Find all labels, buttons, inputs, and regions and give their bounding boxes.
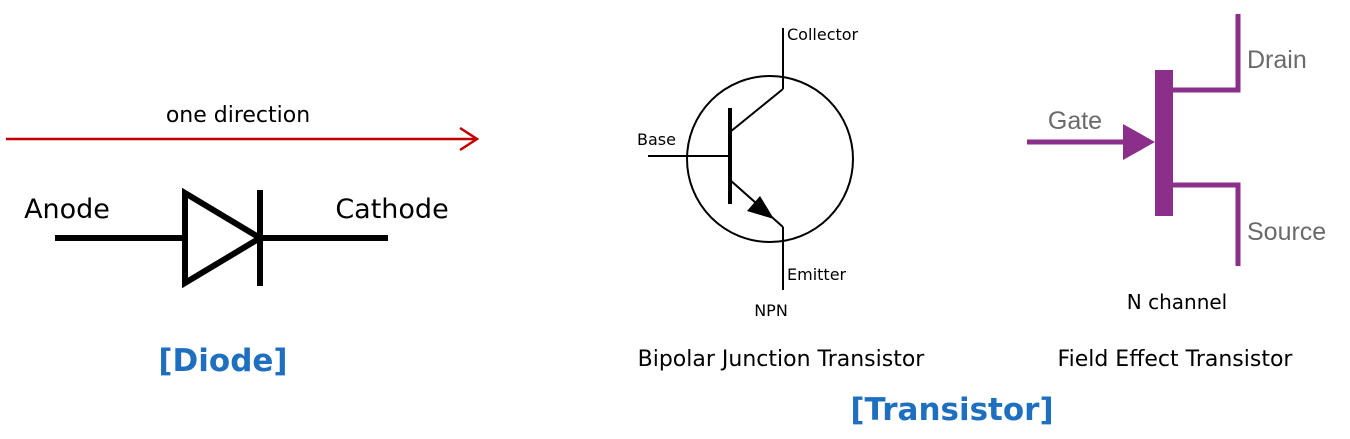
- gate-label: Gate: [1048, 107, 1102, 135]
- bjt-caption: Bipolar Junction Transistor: [638, 347, 926, 372]
- collector-label: Collector: [787, 25, 859, 44]
- fet-symbol: [1027, 14, 1241, 266]
- diode-triangle: [182, 187, 266, 289]
- npn-label: NPN: [754, 301, 788, 320]
- drain-label: Drain: [1247, 46, 1307, 74]
- fet-source-lead: [1173, 182, 1241, 266]
- direction-arrow: [6, 126, 480, 152]
- bjt-emitter-arrow: [747, 196, 774, 219]
- source-label: Source: [1247, 218, 1326, 246]
- diode-section: one direction Anode Cathode [Diode]: [6, 103, 480, 379]
- direction-arrow-head: [459, 126, 480, 152]
- fet-gate-arrow: [1123, 124, 1155, 160]
- diode-heading: [Diode]: [158, 343, 287, 379]
- fet-section: Gate Drain Source N channel Field Effect…: [1027, 14, 1326, 372]
- emitter-label: Emitter: [787, 265, 847, 284]
- fet-caption: Field Effect Transistor: [1058, 347, 1294, 372]
- fet-channel-bar: [1155, 70, 1173, 216]
- base-label: Base: [637, 130, 676, 149]
- bjt-symbol: [648, 28, 854, 290]
- bjt-collector-branch: [729, 88, 784, 133]
- direction-label: one direction: [166, 103, 310, 128]
- n-channel-label: N channel: [1127, 290, 1227, 314]
- bjt-section: Collector Base Emitter NPN Bipolar Junct…: [637, 25, 925, 372]
- transistor-heading: [Transistor]: [850, 392, 1053, 428]
- diode-symbol: [55, 187, 388, 289]
- anode-label: Anode: [24, 194, 110, 225]
- bjt-circle: [686, 75, 854, 243]
- cathode-label: Cathode: [335, 194, 448, 225]
- fet-drain-lead: [1173, 14, 1241, 93]
